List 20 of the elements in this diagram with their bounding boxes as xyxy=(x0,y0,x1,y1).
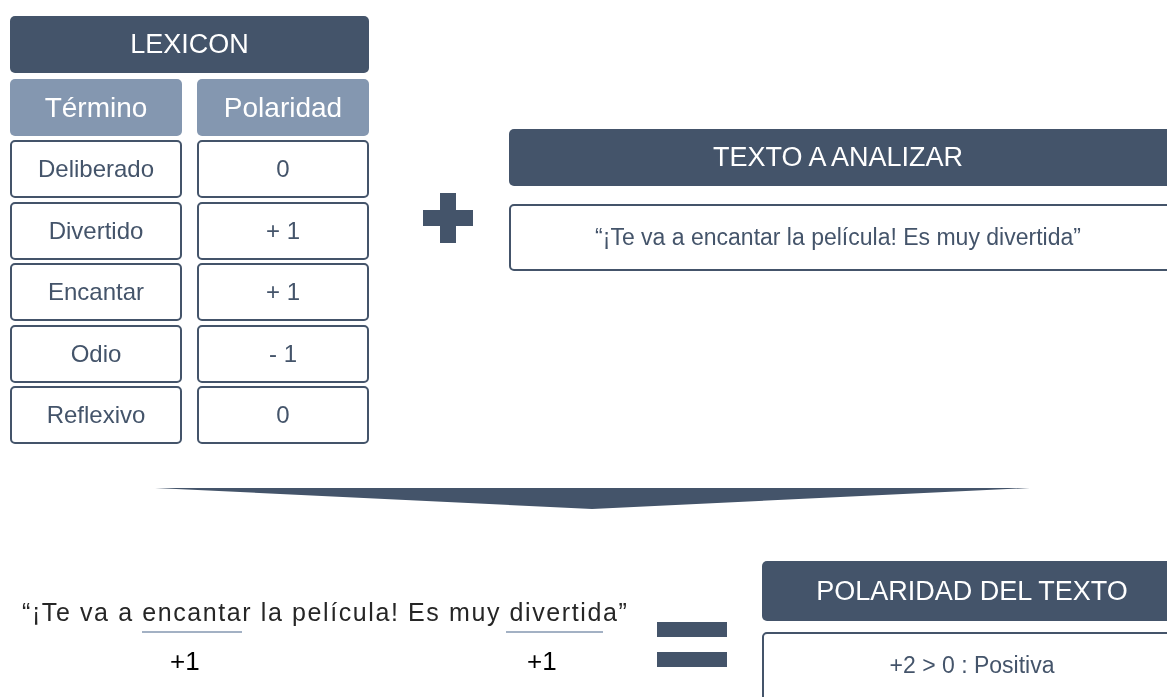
table-cell: + 1 xyxy=(197,263,369,321)
section-header: POLARIDAD DEL TEXTO xyxy=(762,561,1167,621)
table-cell: - 1 xyxy=(197,325,369,383)
text-box: “¡Te va a encantar la película! Es muy divertida” xyxy=(509,204,1167,271)
table-title: LEXICON xyxy=(10,16,369,73)
table-cell: Odio xyxy=(10,325,182,383)
table-cell: + 1 xyxy=(197,202,369,260)
table-cell: Deliberado xyxy=(10,140,182,198)
score-value: +1 xyxy=(527,646,557,677)
column-header: Polaridad xyxy=(197,79,369,136)
table-cell: Reflexivo xyxy=(10,386,182,444)
table-cell: 0 xyxy=(197,140,369,198)
sentence: “¡Te va a encantar la película! Es muy divertida” xyxy=(22,598,629,627)
table-cell: 0 xyxy=(197,386,369,444)
section-header: TEXTO A ANALIZAR xyxy=(509,129,1167,186)
table-cell: Divertido xyxy=(10,202,182,260)
table-cell: Encantar xyxy=(10,263,182,321)
column-header: Término xyxy=(10,79,182,136)
result-box: +2 > 0 : Positiva xyxy=(762,632,1167,697)
score-value: +1 xyxy=(170,646,200,677)
